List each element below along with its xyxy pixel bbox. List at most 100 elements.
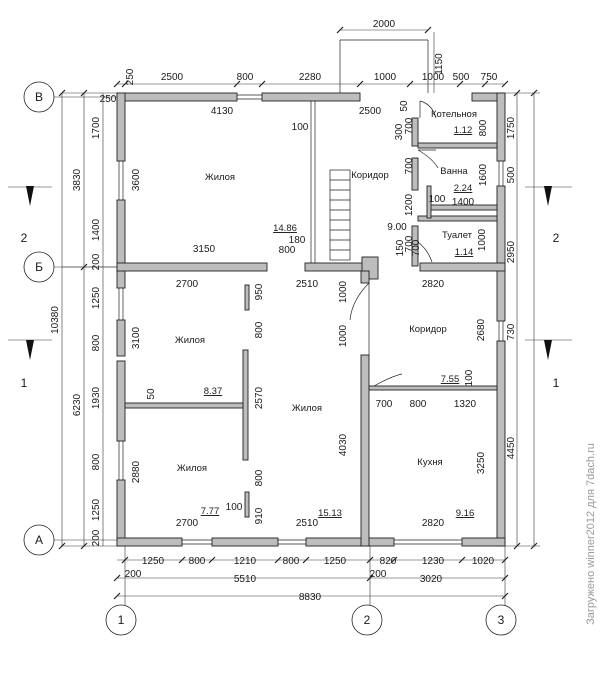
room-living-top: Жилоя — [205, 172, 235, 183]
room-corridor-top: Коридор — [351, 170, 389, 181]
dim-porch-depth: 1150 — [434, 53, 445, 75]
axis-label-row-b: Б — [35, 260, 43, 274]
wall-bath-v3 — [411, 225, 419, 267]
wall-toilet-h — [417, 215, 498, 222]
dim-int-700d: 700 — [411, 239, 422, 256]
dim-left-1700: 1700 — [91, 116, 102, 139]
dim-top-2500: 2500 — [161, 72, 184, 83]
dim-int-800c: 800 — [254, 321, 265, 338]
wall-axis-b-1 — [116, 262, 268, 272]
dim-int-100d: 100 — [226, 502, 243, 513]
dim-int-180: 180 — [289, 235, 306, 246]
wall-left-1 — [116, 92, 126, 162]
dimension-text-bottom: 1250 800 1210 800 1250 820 1230 1020 200… — [125, 556, 495, 603]
axis-bubble-col-2 — [351, 604, 383, 636]
room-living-mid: Жилоя — [175, 335, 205, 346]
wall-right-1 — [496, 92, 506, 162]
dim-bottom-1020: 1020 — [472, 556, 495, 567]
dim-bottom-200a: 200 — [125, 569, 142, 580]
dim-int-4030: 4030 — [338, 433, 349, 456]
dim-left-3600: 3600 — [131, 168, 142, 191]
dim-left-200b: 200 — [91, 529, 102, 546]
area-living-mid: 8.37 — [204, 386, 223, 397]
area-boiler: 1.12 — [454, 125, 473, 136]
dimension-text-right: 1750 500 2950 730 4450 2680 3250 — [476, 116, 517, 474]
section-right-2: 2 — [553, 231, 560, 245]
dim-porch-width: 2000 — [373, 19, 396, 30]
partition-left-v3 — [244, 491, 250, 518]
wall-left-5 — [116, 479, 126, 547]
partition-kitchen — [368, 385, 498, 391]
dimension-text-interior: 4130 2500 100 50 700 300 800 700 1600 10… — [176, 100, 489, 529]
dim-int-2820b: 2820 — [422, 518, 445, 529]
dim-bottom-3020: 3020 — [420, 574, 443, 585]
dim-bottom-1250a: 1250 — [142, 556, 165, 567]
dim-right-500: 500 — [506, 166, 517, 183]
dim-int-100a: 100 — [292, 122, 309, 133]
dim-left-800b: 800 — [91, 453, 102, 470]
dim-bottom-800a: 800 — [189, 556, 206, 567]
dim-int-1000b: 1000 — [338, 280, 349, 303]
dim-bottom-1230: 1230 — [422, 556, 445, 567]
section-left-1: 1 — [21, 376, 28, 390]
dim-int-1400: 1400 — [452, 197, 475, 208]
dim-int-2700b: 2700 — [176, 518, 199, 529]
dim-bottom-5510: 5510 — [234, 574, 257, 585]
section-right-1: 1 — [553, 376, 560, 390]
dimension-text-top: 2000 1150 250 2500 800 2280 1000 1000 50… — [125, 19, 498, 85]
room-boiler: Котельноя — [431, 109, 477, 120]
dim-int-2510a: 2510 — [296, 279, 319, 290]
watermark-text: Загружено winner2012 для 7dach.ru — [585, 443, 597, 625]
dimension-lines — [61, 29, 540, 612]
dim-top-500: 500 — [453, 72, 470, 83]
dim-top-750: 750 — [481, 72, 498, 83]
area-living-bottom: 7.77 — [201, 506, 220, 517]
dim-left-10380: 10380 — [50, 306, 61, 334]
dim-right-1750: 1750 — [506, 116, 517, 139]
section-markers: 2 1 2 1 — [8, 186, 572, 390]
dim-int-100c: 100 — [464, 369, 475, 386]
wall-boiler-h — [417, 142, 498, 149]
dimension-ticks — [58, 26, 538, 600]
dim-left-3830: 3830 — [72, 168, 83, 191]
dim-left-1930: 1930 — [91, 386, 102, 409]
wall-left-3 — [116, 319, 126, 357]
room-labels: Жилоя Жилоя Жилоя Жилоя Коридор Коридор … — [175, 109, 477, 474]
dim-int-1000a: 1000 — [477, 228, 488, 251]
wall-center-1 — [360, 270, 370, 284]
watermark: Загружено winner2012 для 7dach.ru — [584, 392, 598, 676]
dim-bottom-800b: 800 — [283, 556, 300, 567]
dim-right-3250: 3250 — [476, 451, 487, 474]
dim-int-700a: 700 — [404, 117, 415, 134]
windows — [118, 94, 504, 545]
dim-int-1600: 1600 — [478, 163, 489, 186]
area-living-top: 14.86 — [273, 223, 297, 234]
dim-right-2950: 2950 — [506, 240, 517, 263]
area-bath: 2.24 — [454, 183, 473, 194]
axis-bubble-col-1 — [105, 604, 137, 636]
dim-left-800a: 800 — [91, 334, 102, 351]
room-toilet: Туалет — [442, 230, 473, 241]
room-kitchen: Кухня — [417, 457, 442, 468]
axis-bubble-col-3 — [485, 604, 517, 636]
room-living-center: Жилоя — [292, 403, 322, 414]
dim-left-1400: 1400 — [91, 218, 102, 241]
axis-bubble-row-v — [23, 81, 55, 113]
axis-bubble-row-b — [23, 251, 55, 283]
room-corridor-right: Коридор — [409, 324, 447, 335]
wall-left-4 — [116, 360, 126, 442]
axis-bubble-row-a — [23, 524, 55, 556]
dim-left-1250a: 1250 — [91, 286, 102, 309]
area-living-center: 15.13 — [318, 508, 342, 519]
wall-bottom-2 — [211, 537, 279, 547]
dim-left-50: 50 — [146, 388, 157, 400]
area-kitchen: 9.16 — [456, 508, 475, 519]
dim-int-100b: 100 — [429, 194, 446, 205]
dim-top-800: 800 — [237, 72, 254, 83]
dim-int-800d: 800 — [410, 399, 427, 410]
wall-left-2 — [116, 199, 126, 289]
wall-bottom-4 — [461, 537, 506, 547]
dim-right-2680: 2680 — [476, 318, 487, 341]
wall-axis-b-2 — [304, 262, 366, 272]
wall-axis-b-3 — [419, 262, 506, 272]
